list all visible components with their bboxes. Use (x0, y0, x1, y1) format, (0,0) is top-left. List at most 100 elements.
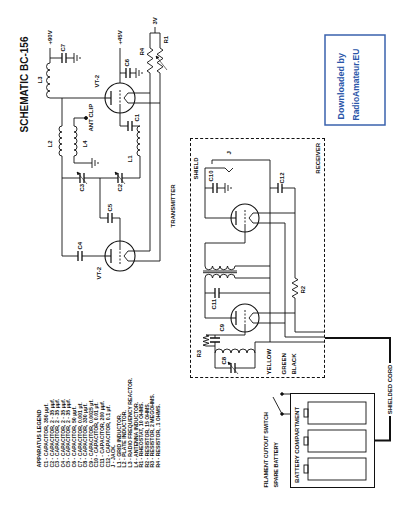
battery-cell (308, 458, 366, 480)
tube-filament (249, 213, 259, 223)
callout-label: VT-2 (94, 74, 100, 88)
wire (74, 156, 92, 163)
wire (259, 223, 285, 224)
wire (130, 73, 136, 74)
callout-label: BLACK (291, 353, 297, 375)
wire (219, 293, 270, 294)
wire (155, 27, 156, 33)
wire (285, 337, 325, 338)
tube-filament (124, 93, 135, 103)
ground-symbol (74, 53, 80, 63)
wire (282, 414, 290, 415)
resistor-symbol (157, 48, 163, 73)
rheostat-arrow (156, 56, 167, 70)
wire (50, 58, 62, 59)
wire (100, 178, 118, 218)
wire (205, 168, 231, 218)
capacitor-symbol (108, 213, 112, 223)
wire (120, 113, 128, 126)
resistor-symbol (203, 335, 209, 346)
wire (120, 48, 121, 83)
inductor-symbol (215, 349, 255, 353)
callout-label: C3 (79, 183, 85, 192)
callout-label: C5 (107, 203, 113, 212)
tube-plate (231, 311, 236, 325)
wire (74, 118, 86, 126)
tube-envelope (105, 241, 135, 271)
wire (62, 156, 80, 178)
callout-label: C9 (219, 323, 225, 332)
callout-label: L2 (47, 140, 53, 148)
inductor-symbol (74, 126, 77, 156)
ground-symbol (136, 68, 142, 78)
wire (62, 178, 78, 256)
grid-lead (120, 106, 121, 113)
wire (259, 213, 295, 214)
box-label: RECEIVER (315, 142, 321, 175)
watermark-text: Downloaded by (337, 52, 346, 120)
tube-filament (124, 251, 135, 261)
legend-heading: APPARATUS LEGEND (37, 409, 43, 468)
wire (205, 188, 213, 189)
wire (135, 103, 160, 104)
battery-cell (308, 402, 366, 424)
callout-label: TRANSMITTER (170, 184, 176, 228)
wire (217, 188, 225, 189)
wiring (47, 27, 367, 480)
callout-label: SPARE BATTERY (274, 442, 280, 488)
shielded-cord (325, 338, 390, 441)
wire (295, 332, 325, 333)
callout-label: R4 (139, 47, 145, 56)
tube-filament (249, 313, 259, 323)
wire (206, 346, 215, 347)
capacitor-symbol (213, 183, 217, 193)
tube-grid (245, 310, 246, 326)
tube-grid (120, 248, 121, 264)
wire (66, 58, 74, 59)
callout-label: C10 (208, 170, 214, 182)
callout-label: 3V (152, 17, 158, 25)
tube-envelope (231, 304, 259, 332)
wire (82, 256, 105, 257)
wire (259, 323, 285, 324)
ground-symbol (225, 183, 231, 193)
capacitor-symbol (62, 53, 66, 63)
callout-label: C12 (279, 172, 285, 184)
callout-label: +90V (47, 30, 53, 45)
wire (270, 160, 271, 342)
grid-lead (245, 326, 246, 332)
callout-label: C7 (60, 43, 66, 52)
callout-label: C8 (221, 356, 227, 365)
resistor-symbol (292, 278, 298, 298)
wire (120, 73, 126, 74)
wire (270, 342, 325, 343)
inductor-symbol (47, 63, 50, 98)
wire (282, 188, 295, 189)
jack-symbol (212, 160, 233, 172)
wire (215, 342, 216, 353)
callout-label: ANT CLIP (88, 103, 94, 132)
tube-grid (245, 210, 246, 226)
wire (112, 218, 120, 241)
callout-label: L4 (82, 140, 88, 148)
wire (259, 313, 295, 314)
inductor-symbol (59, 126, 62, 156)
wire (235, 266, 270, 267)
wire (84, 178, 100, 179)
capacitor-symbol (78, 251, 82, 261)
watermark-frame (325, 35, 385, 125)
capacitor-symbol (128, 121, 132, 131)
callout-label: R1 (163, 35, 169, 44)
callout-label: C1 (134, 113, 140, 122)
wire (270, 188, 278, 189)
battery-compartment: BATTERY COMPARTMENT (290, 393, 375, 488)
callout-label: VT-2 (96, 266, 102, 280)
connectors (325, 338, 390, 441)
ground-symbol (92, 158, 98, 168)
wire (295, 298, 296, 332)
capacitor-symbol (278, 183, 282, 193)
inductor-symbol (137, 126, 140, 156)
wire (215, 332, 245, 338)
wire (150, 33, 160, 48)
wire (205, 293, 215, 294)
